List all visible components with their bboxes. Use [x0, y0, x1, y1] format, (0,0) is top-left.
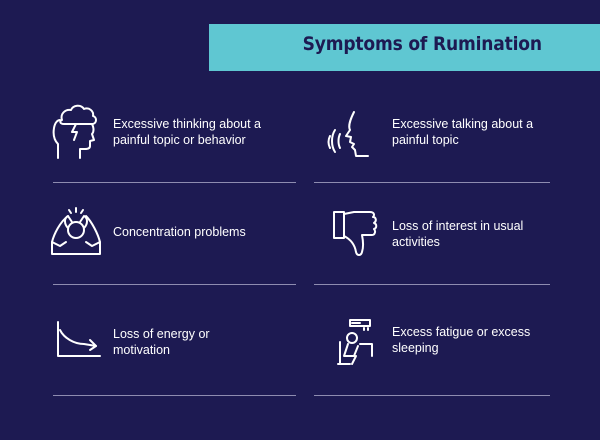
divider — [314, 284, 550, 285]
symptom-label: Concentration problems — [113, 225, 246, 239]
thumbs-down-icon — [328, 206, 388, 266]
divider — [314, 395, 550, 396]
divider — [53, 395, 296, 396]
divider — [53, 182, 296, 183]
speaking-face-icon — [326, 106, 386, 166]
divider — [314, 182, 550, 183]
stressed-person-icon — [46, 202, 106, 262]
divider — [53, 284, 296, 285]
symptom-label: Excessive talking about a painful topic — [392, 117, 534, 147]
head-storm-icon — [48, 100, 108, 160]
title-band: Symptoms of Rumination — [209, 24, 600, 71]
declining-graph-icon — [50, 316, 110, 376]
symptom-label: Loss of interest in usual activities — [392, 219, 524, 249]
symptom-label: Excessive thinking about a painful topic… — [113, 117, 262, 147]
page-title: Symptoms of Rumination — [302, 33, 542, 55]
symptom-label: Excess fatigue or excess sleeping — [392, 325, 531, 355]
symptom-label: Loss of energy or motivation — [113, 327, 210, 357]
tired-at-desk-icon — [330, 316, 390, 376]
